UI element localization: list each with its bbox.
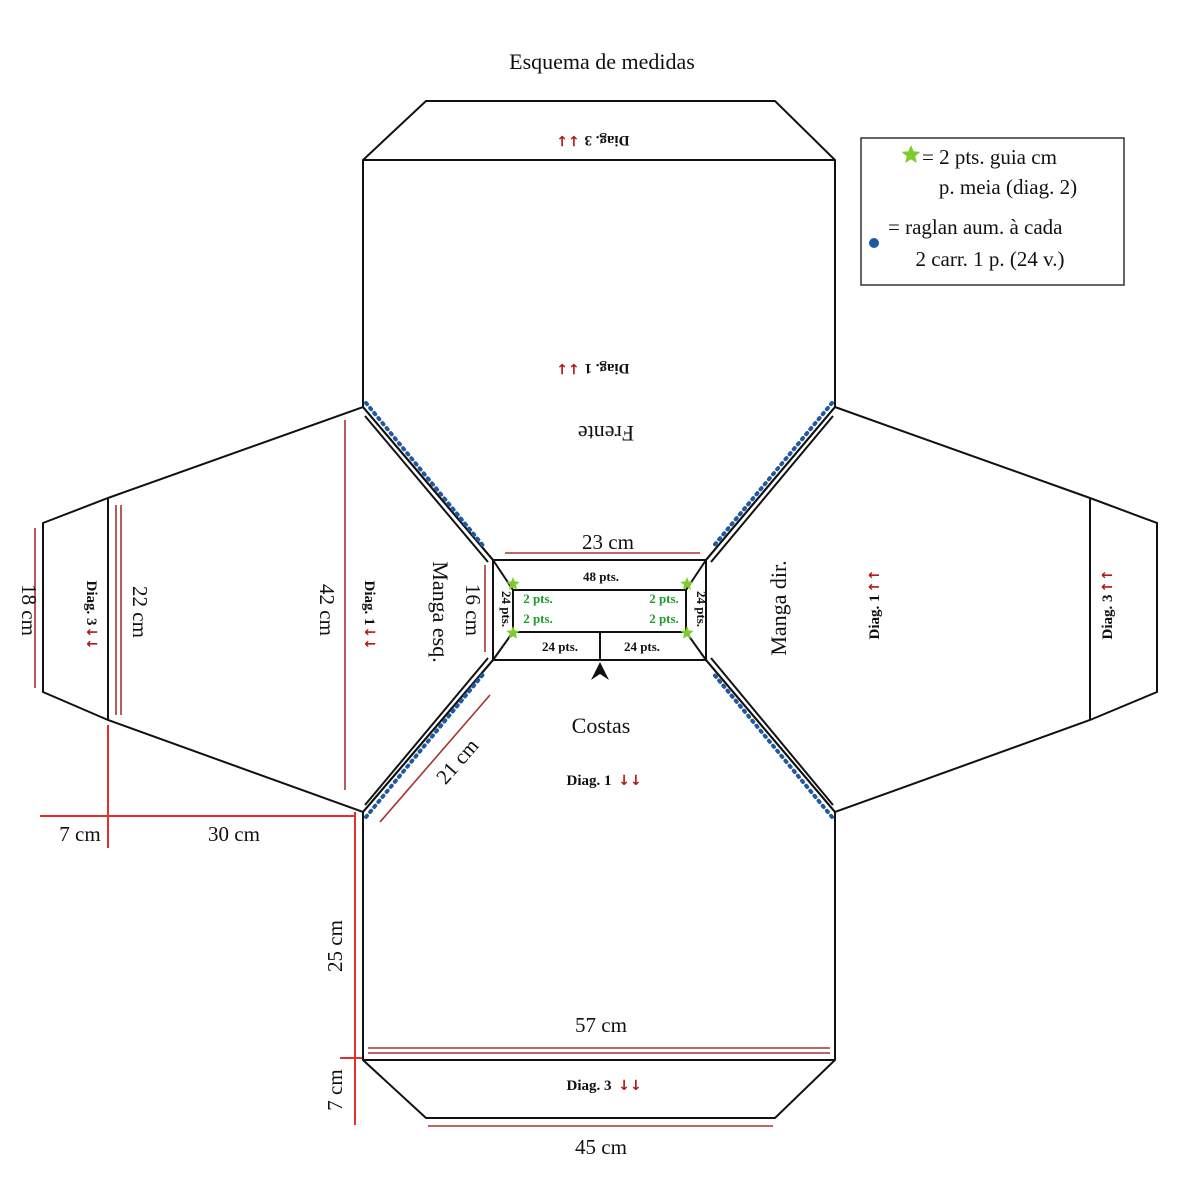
raglan-dots-br bbox=[710, 670, 834, 819]
left-outer-diag-label: Diag. 3 ↓↓ bbox=[83, 581, 99, 650]
neck-right-pts: 24 pts. bbox=[694, 591, 709, 627]
neck-guide-tl: 2 pts. bbox=[523, 591, 553, 606]
legend-star-text-2: p. meia (diag. 2) bbox=[939, 175, 1077, 199]
left-sleeve-outline bbox=[42, 405, 494, 814]
right-sleeve-label: Manga dir. bbox=[766, 560, 791, 655]
svg-text:↓↓: ↓↓ bbox=[361, 626, 377, 649]
neck-width-label: 23 cm bbox=[582, 530, 634, 554]
front-mid-diag-label: Diag. 1 ↓↓ bbox=[556, 360, 629, 376]
cuff-rib-label: 22 cm bbox=[128, 586, 152, 638]
legend-dot-text-2: 2 carr. 1 p. (24 v.) bbox=[915, 247, 1064, 271]
legend-star-icon bbox=[901, 145, 921, 163]
raglan-line-br bbox=[710, 657, 834, 806]
svg-text:Diag. 1: Diag. 1 bbox=[567, 773, 612, 789]
back-label: Costas bbox=[572, 713, 631, 738]
raglan-line-tr bbox=[710, 415, 834, 563]
rib-length-label: 7 cm bbox=[323, 1069, 347, 1110]
front-label: Frente bbox=[578, 421, 634, 446]
left-sleeve-label: Manga esq. bbox=[428, 561, 453, 662]
neck-bottom-left-pts: 24 pts. bbox=[542, 639, 578, 654]
left-inner-diag-label: Diag. 1 ↓↓ bbox=[361, 581, 377, 650]
cuff-rib-length-label: 7 cm bbox=[59, 822, 100, 846]
legend-star-text-1: = 2 pts. guia cm bbox=[922, 145, 1057, 169]
svg-text:↓↓: ↓↓ bbox=[618, 1078, 641, 1094]
svg-text:↓↓: ↓↓ bbox=[556, 360, 579, 376]
star-icon bbox=[680, 577, 694, 590]
front-top-diag-label: Diag. 3 ↓↓ bbox=[556, 132, 629, 148]
star-icon bbox=[506, 577, 520, 590]
rib-width-label: 45 cm bbox=[575, 1135, 627, 1159]
star-icon bbox=[680, 626, 694, 639]
back-mid-diag-label: Diag. 1 ↓↓ bbox=[567, 773, 642, 789]
back-bottom-diag-label: Diag. 3 ↓↓ bbox=[567, 1078, 642, 1094]
neck-guide-tr: 2 pts. bbox=[649, 591, 679, 606]
svg-text:Diag. 1: Diag. 1 bbox=[867, 595, 883, 640]
body-length-label: 25 cm bbox=[323, 920, 347, 972]
cuff-label: 18 cm bbox=[17, 584, 41, 636]
neck-height-label: 16 cm bbox=[461, 584, 485, 636]
svg-text:Diag. 3: Diag. 3 bbox=[567, 1078, 612, 1094]
legend-dot-icon bbox=[869, 238, 879, 248]
raglan-measure-line bbox=[379, 694, 491, 823]
raglan-dots-tr bbox=[710, 401, 834, 550]
legend-box bbox=[860, 137, 1125, 286]
diagram-title: Esquema de medidas bbox=[509, 49, 695, 74]
neck-top-pts: 48 pts. bbox=[583, 569, 619, 584]
svg-text:↓↓: ↓↓ bbox=[556, 132, 579, 148]
svg-text:Diag. 1: Diag. 1 bbox=[585, 360, 630, 376]
svg-text:Diag. 3: Diag. 3 bbox=[1100, 595, 1116, 640]
raglan-line-bl bbox=[364, 657, 489, 806]
back-center-arrow-icon bbox=[591, 662, 609, 680]
sleeve-body-label: 30 cm bbox=[208, 822, 260, 846]
svg-text:↓↓: ↓↓ bbox=[83, 626, 99, 649]
legend-dot-text-1: = raglan aum. à cada bbox=[888, 215, 1063, 239]
svg-text:Diag. 3: Diag. 3 bbox=[83, 581, 99, 626]
right-outer-diag-label: Diag. 3 ↑↑ bbox=[1100, 569, 1116, 639]
raglan-dots-bl bbox=[364, 670, 487, 819]
neck-guide-stars bbox=[506, 577, 694, 639]
neck-diag-tl bbox=[492, 559, 514, 591]
svg-text:↑↑: ↑↑ bbox=[867, 569, 883, 592]
sleeve-length-label: 42 cm bbox=[315, 584, 339, 636]
raglan-dots-tl bbox=[364, 401, 487, 550]
body-width-label: 57 cm bbox=[575, 1013, 627, 1037]
neck-left-pts: 24 pts. bbox=[499, 591, 514, 627]
raglan-line-tl bbox=[364, 415, 489, 563]
right-inner-diag-label: Diag. 1 ↑↑ bbox=[867, 569, 883, 639]
svg-text:Diag. 3: Diag. 3 bbox=[585, 132, 630, 148]
star-icon bbox=[506, 626, 520, 639]
svg-text:Diag. 1: Diag. 1 bbox=[361, 581, 377, 626]
svg-text:↑↑: ↑↑ bbox=[1100, 569, 1116, 592]
neck-guide-br: 2 pts. bbox=[649, 611, 679, 626]
raglan-measure-label: 21 cm bbox=[431, 734, 483, 789]
neck-bottom-right-pts: 24 pts. bbox=[624, 639, 660, 654]
svg-text:↓↓: ↓↓ bbox=[618, 773, 641, 789]
neck-guide-bl: 2 pts. bbox=[523, 611, 553, 626]
